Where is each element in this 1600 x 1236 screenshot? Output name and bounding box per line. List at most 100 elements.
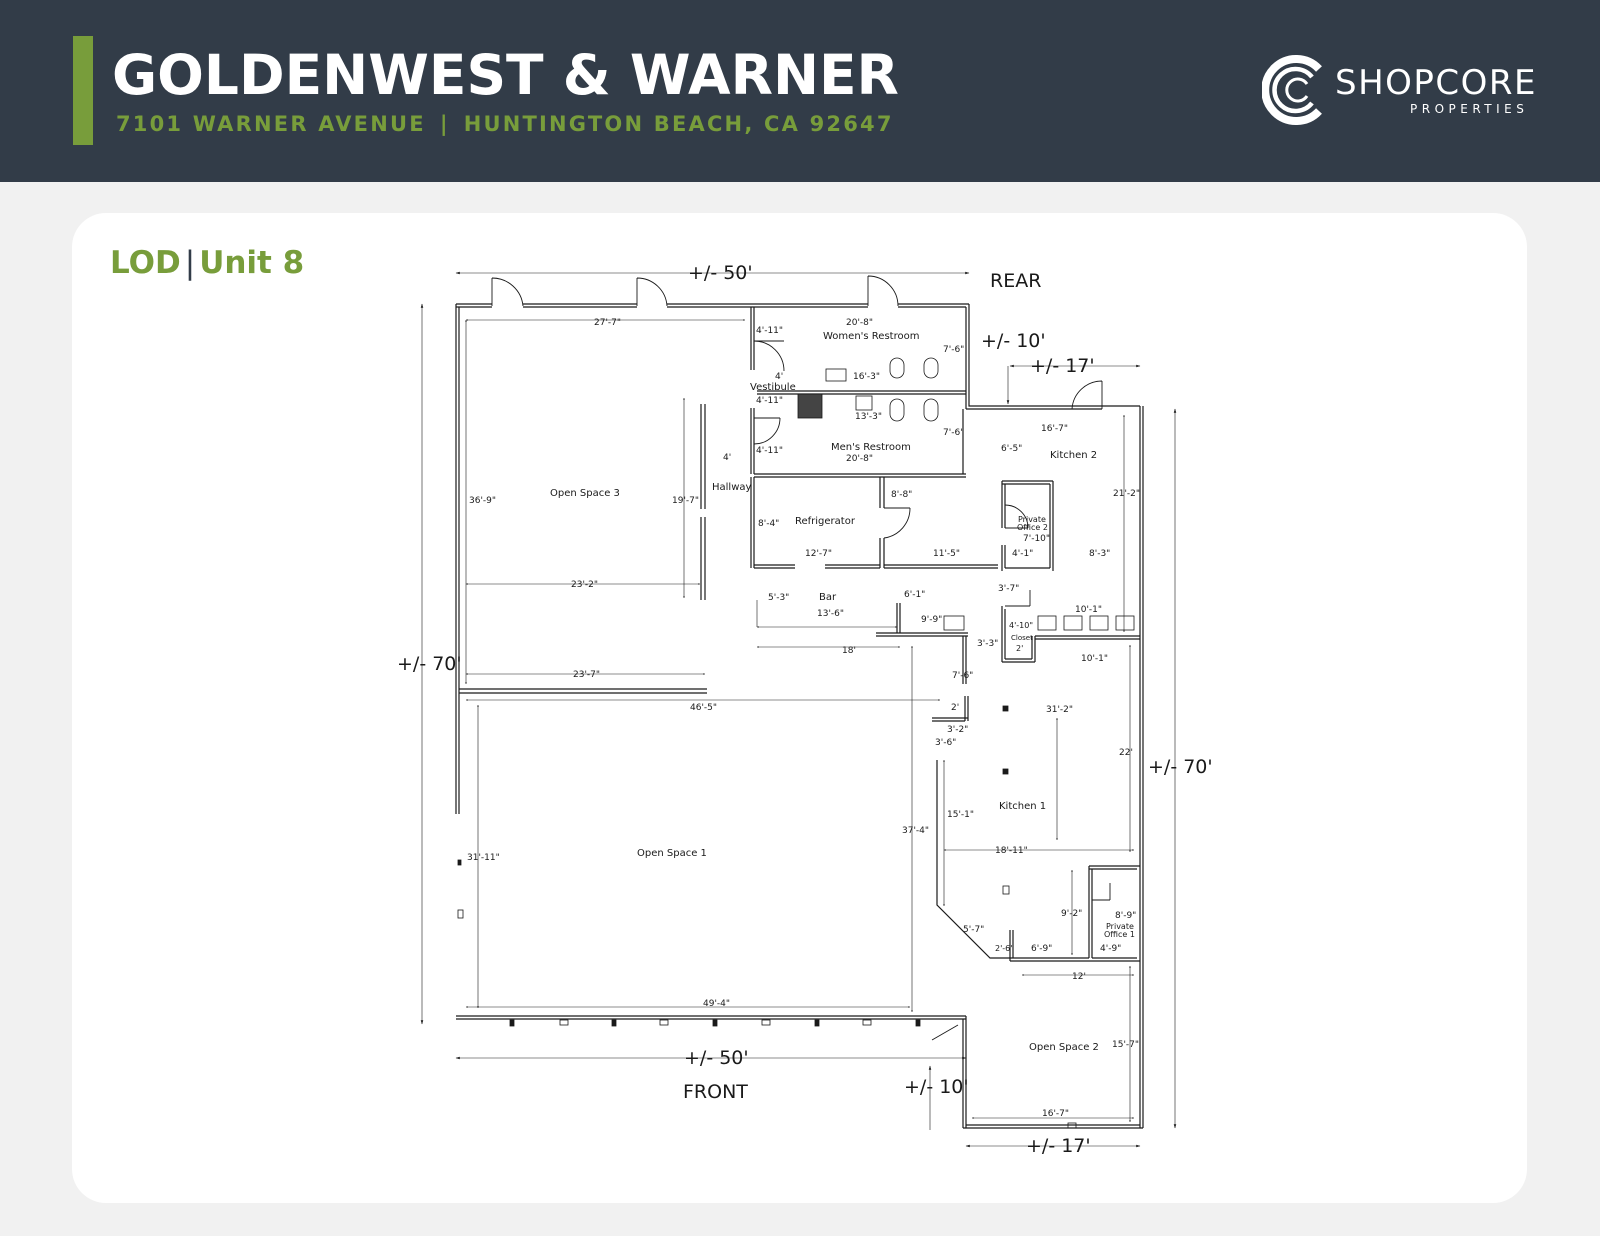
column-3	[1002, 885, 1010, 895]
left-window-2	[457, 859, 462, 866]
dim-label: 15'-1"	[947, 810, 974, 820]
dim-label: 3'-3"	[977, 639, 998, 649]
dim-label: 5'-7"	[963, 925, 984, 935]
closet-walls	[1001, 606, 1140, 663]
column-2	[1002, 768, 1009, 775]
dim-label: 23'-7"	[573, 670, 600, 680]
dimension-lines	[420, 271, 1177, 1148]
window-mullion-2	[559, 1019, 569, 1026]
dim-label: 7'-6"	[952, 671, 973, 681]
unit-title-unit: Unit 8	[199, 245, 305, 281]
kitchen-sink-1	[1037, 615, 1057, 631]
dim-label: 23'-2"	[571, 580, 598, 590]
dim-label: 37'-4"	[902, 826, 929, 836]
room-closet: Closet	[1011, 634, 1033, 642]
left-wall	[455, 304, 460, 814]
open-space-3-wall	[459, 688, 707, 694]
street-address: 7101 WARNER AVENUE	[116, 112, 426, 136]
dim-label: 18'-11"	[995, 846, 1028, 856]
dim-label: 36'-9"	[469, 496, 496, 506]
front-wall	[456, 1015, 966, 1020]
shopcore-c-logo-icon	[1262, 55, 1322, 125]
room-refrigerator: Refrigerator	[795, 516, 856, 527]
dim-label: 3'-7"	[998, 584, 1019, 594]
dim-label: 4'	[723, 453, 731, 463]
dim-label: 8'-3"	[1089, 549, 1110, 559]
property-title: GOLDENWEST & WARNER	[112, 43, 899, 107]
front-offset-dimension: +/- 10'	[904, 1076, 969, 1098]
room-open-space-2: Open Space 2	[1029, 1042, 1099, 1053]
dim-label: 31'-2"	[1046, 705, 1073, 715]
front-wing-wall	[962, 1016, 1143, 1129]
dim-label: 9'-9"	[921, 615, 942, 625]
dim-label: 20'-8"	[846, 318, 873, 328]
dimension-labels: 27'-7" 36'-9" 23'-2" 19'-7" 23'-7" 46'-5…	[467, 318, 1140, 1119]
doors	[491, 275, 1111, 1041]
dim-label: 4'-10"	[1009, 621, 1033, 630]
dim-label: 15'-7"	[1112, 1040, 1139, 1050]
dim-label: 7'-6"	[943, 345, 964, 355]
logo-tagline: PROPERTIES	[1410, 102, 1529, 116]
front-wing-width-dimension: +/- 17'	[1026, 1135, 1091, 1157]
rear-label: REAR	[990, 270, 1041, 292]
room-open-space-3: Open Space 3	[550, 488, 620, 499]
left-height-dimension: +/- 70'	[397, 653, 462, 675]
bottom-width-dimension: +/- 50'	[684, 1047, 749, 1069]
toilet-1	[889, 357, 905, 379]
rear-door-1	[491, 277, 524, 307]
dim-label: 3'-2"	[947, 725, 968, 735]
private-office-2-walls	[1001, 480, 1054, 571]
top-width-dimension: +/- 50'	[688, 262, 753, 284]
refrigerator-walls	[750, 477, 998, 569]
dim-label: 46'-5"	[690, 703, 717, 713]
restroom-walls	[750, 307, 966, 478]
room-bar: Bar	[819, 592, 837, 603]
window-mullion-1	[509, 1019, 515, 1027]
vestibule-door-1	[753, 340, 785, 372]
logo-wordmark: SHOPCORE	[1335, 63, 1538, 103]
page-header: GOLDENWEST & WARNER 7101 WARNER AVENUE|H…	[0, 0, 1600, 182]
window-mullion-9	[915, 1019, 921, 1027]
dim-label: 3'-6"	[935, 738, 956, 748]
rear-offset-dimension: +/- 10'	[981, 330, 1046, 352]
dim-label: 27'-7"	[594, 318, 621, 328]
floor-plan-card: LOD|Unit 8	[72, 213, 1527, 1203]
dim-label: 13'-3"	[855, 412, 882, 422]
front-label: FRONT	[683, 1081, 748, 1103]
dim-label: 6'-5"	[1001, 444, 1022, 454]
window-mullion-10	[1067, 1122, 1077, 1129]
front-door	[931, 1024, 959, 1041]
room-mens-restroom: Men's Restroom	[831, 442, 911, 453]
dim-label: 7'-10"	[1023, 534, 1050, 544]
dim-label: 12'-7"	[805, 549, 832, 559]
window-mullion-6	[761, 1019, 771, 1026]
column-1	[1002, 705, 1009, 712]
dim-label: 16'-7"	[1042, 1109, 1069, 1119]
walls	[455, 303, 1144, 1129]
toilet-4	[923, 398, 939, 422]
window-mullion-7	[814, 1019, 820, 1027]
dim-label: 4'-9"	[1100, 944, 1121, 954]
dim-label: 10'-1"	[1075, 605, 1102, 615]
fixtures	[457, 357, 1135, 1129]
dim-label: 2'	[951, 703, 959, 713]
closet-door	[1005, 590, 1031, 607]
address-separator: |	[439, 112, 450, 136]
kitchen-2-door	[1071, 380, 1103, 410]
right-height-dimension: +/- 70'	[1148, 756, 1213, 778]
unit-title-separator: |	[184, 245, 196, 281]
dim-label: 2'	[1016, 644, 1023, 653]
rear-wing-width-dimension: +/- 17'	[1030, 355, 1095, 377]
kitchen-sink-3	[1089, 615, 1109, 631]
dim-label: 4'-11"	[756, 446, 783, 456]
restroom-block-right-wall	[965, 304, 1140, 410]
dim-label: 11'-5"	[933, 549, 960, 559]
bar-counter	[876, 603, 968, 684]
room-kitchen-1: Kitchen 1	[999, 801, 1046, 812]
kitchen-sink-4	[1115, 615, 1135, 631]
bay-wall	[936, 760, 1010, 959]
dim-label: 6'-1"	[904, 590, 925, 600]
dim-label: 20'-8"	[846, 454, 873, 464]
room-private-office-2-line2: Office 2	[1017, 523, 1048, 532]
